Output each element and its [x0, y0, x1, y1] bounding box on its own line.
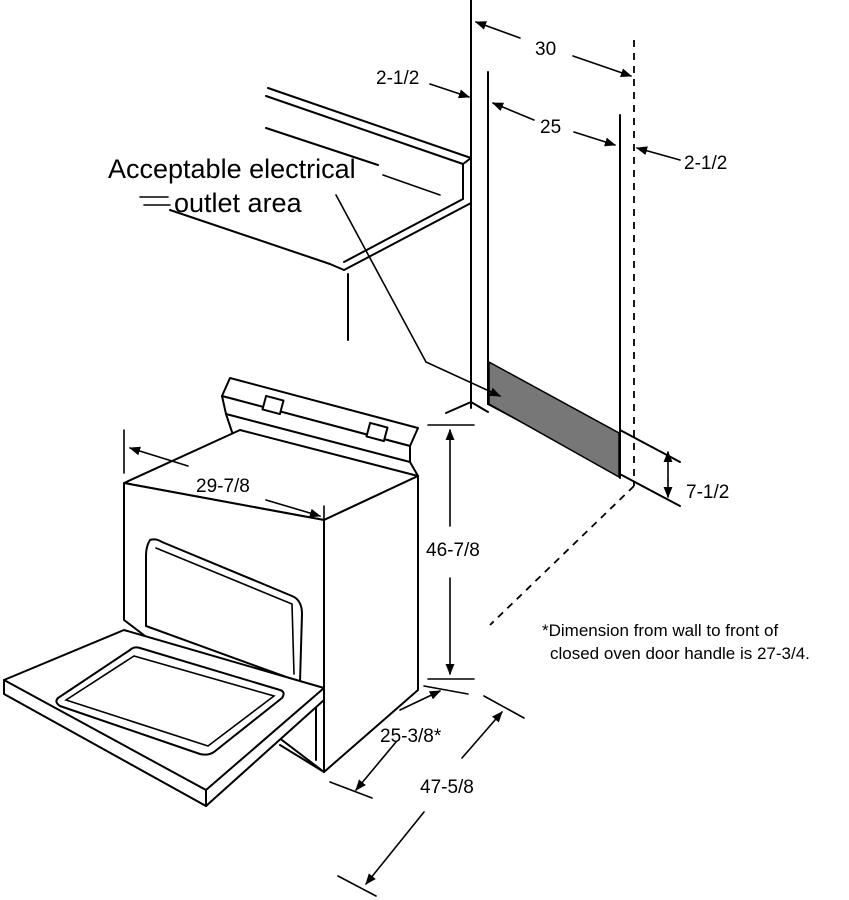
dim-depth-open: 47-5/8 — [420, 777, 474, 798]
dim-right-gap: 2-1/2 — [684, 153, 727, 174]
dim-depth-closed: 25-3/8* — [380, 726, 442, 747]
callout-line-2: outlet area — [174, 188, 303, 218]
dim-cabinet-opening: 30 — [535, 39, 556, 60]
footnote-line-1: *Dimension from wall to front of — [542, 621, 778, 640]
dim-cooktop-width: 29-7/8 — [196, 476, 250, 497]
footnote-line-2: closed oven door handle is 27-3/4. — [550, 644, 810, 663]
dim-outlet-height: 7-1/2 — [686, 482, 729, 503]
outlet-leader — [335, 194, 502, 397]
dimension-lines — [123, 21, 681, 897]
dim-overall-height: 46-7/8 — [426, 540, 480, 561]
callout-line-1: Acceptable electrical — [108, 154, 356, 184]
outlet-area-shading — [488, 360, 620, 479]
dim-left-gap: 2-1/2 — [376, 68, 419, 89]
wall-opening — [445, 0, 681, 626]
range — [3, 377, 419, 807]
countertop — [139, 87, 472, 341]
dim-range-width: 25 — [540, 117, 561, 138]
